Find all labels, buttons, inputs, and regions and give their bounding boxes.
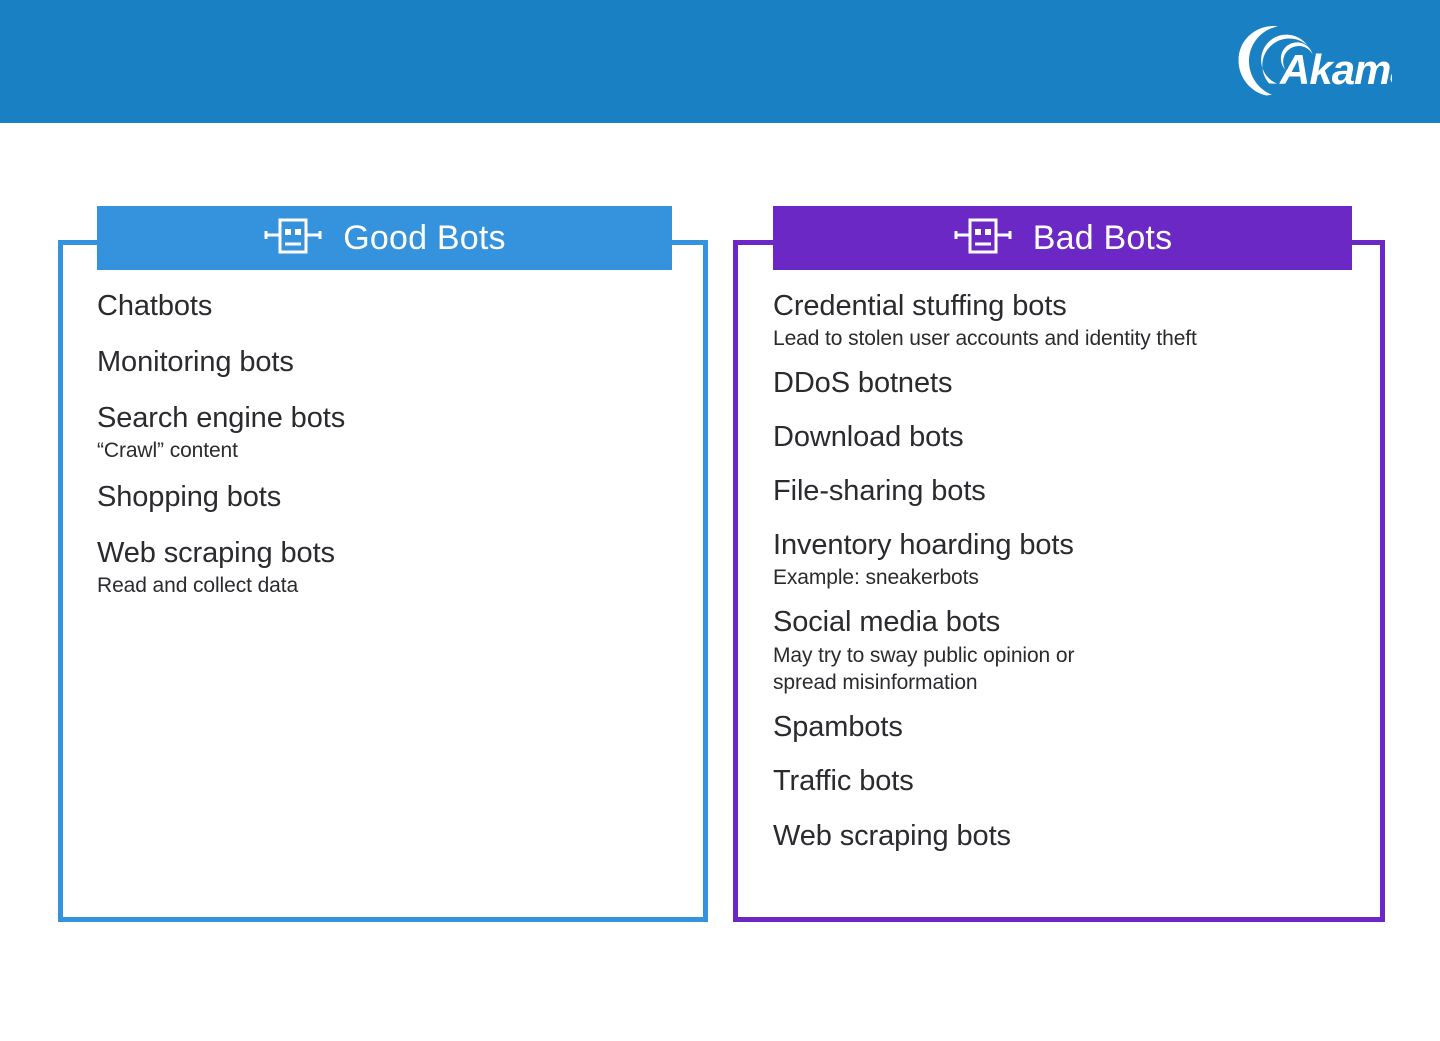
list-item: Traffic bots	[773, 763, 1363, 817]
bot-item-description: Example: sneakerbots	[773, 566, 979, 590]
panel-title-good-bots: Good Bots	[343, 219, 506, 257]
akamai-wave-logo-icon: Akamai	[1222, 26, 1392, 98]
list-item: Download bots	[773, 419, 1363, 473]
bot-item-title: Credential stuffing bots	[773, 290, 1067, 322]
list-item: Web scraping bots Read and collect data	[97, 535, 677, 614]
bot-item-title: Web scraping bots	[97, 537, 335, 570]
bot-item-description: Read and collect data	[97, 574, 299, 598]
bot-item-title: Shopping bots	[97, 481, 282, 514]
bot-item-title: Download bots	[773, 421, 964, 454]
bot-item-title: Traffic bots	[773, 765, 914, 798]
panel-title-bad-bots: Bad Bots	[1032, 219, 1173, 257]
bot-item-title: Monitoring bots	[97, 346, 294, 379]
bot-item-title: Web scraping bots	[773, 819, 1011, 852]
bot-item-description: Lead to stolen user accounts and identit…	[773, 327, 1197, 351]
list-item: File-sharing bots	[773, 473, 1363, 527]
list-item: Monitoring bots	[97, 344, 677, 400]
bot-item-title: File-sharing bots	[773, 475, 986, 508]
akamai-logo: Akamai	[1222, 24, 1392, 100]
list-item: Search engine bots “Crawl” content	[97, 400, 677, 479]
bot-item-description: May try to sway public opinion or spread…	[773, 643, 1075, 695]
bot-list-good-bots: Chatbots Monitoring bots Search engine b…	[97, 288, 677, 614]
bot-item-title: Social media bots	[773, 606, 1001, 639]
bot-item-title: DDoS botnets	[773, 367, 953, 400]
panel-header-bad-bots: Bad Bots	[773, 206, 1352, 270]
svg-text:Akamai: Akamai	[1279, 46, 1392, 93]
list-item: Spambots	[773, 709, 1363, 763]
bot-item-description: “Crawl” content	[97, 439, 238, 463]
robot-icon	[953, 216, 1013, 261]
list-item: Shopping bots	[97, 479, 677, 535]
list-item: Inventory hoarding bots Example: sneaker…	[773, 527, 1363, 604]
bot-item-title: Chatbots	[97, 290, 213, 322]
list-item: Social media bots May try to sway public…	[773, 604, 1363, 709]
robot-icon	[263, 216, 323, 261]
panel-header-good-bots: Good Bots	[97, 206, 672, 270]
bot-list-bad-bots: Credential stuffing bots Lead to stolen …	[773, 288, 1363, 872]
list-item: Web scraping bots	[773, 818, 1363, 872]
bot-item-title: Search engine bots	[97, 402, 346, 435]
panel-good-bots	[58, 240, 708, 922]
brand-band: Akamai	[0, 0, 1440, 123]
list-item: Credential stuffing bots Lead to stolen …	[773, 288, 1363, 365]
bot-item-title: Inventory hoarding bots	[773, 529, 1074, 562]
bot-item-title: Spambots	[773, 711, 903, 744]
list-item: DDoS botnets	[773, 365, 1363, 419]
list-item: Chatbots	[97, 288, 677, 344]
